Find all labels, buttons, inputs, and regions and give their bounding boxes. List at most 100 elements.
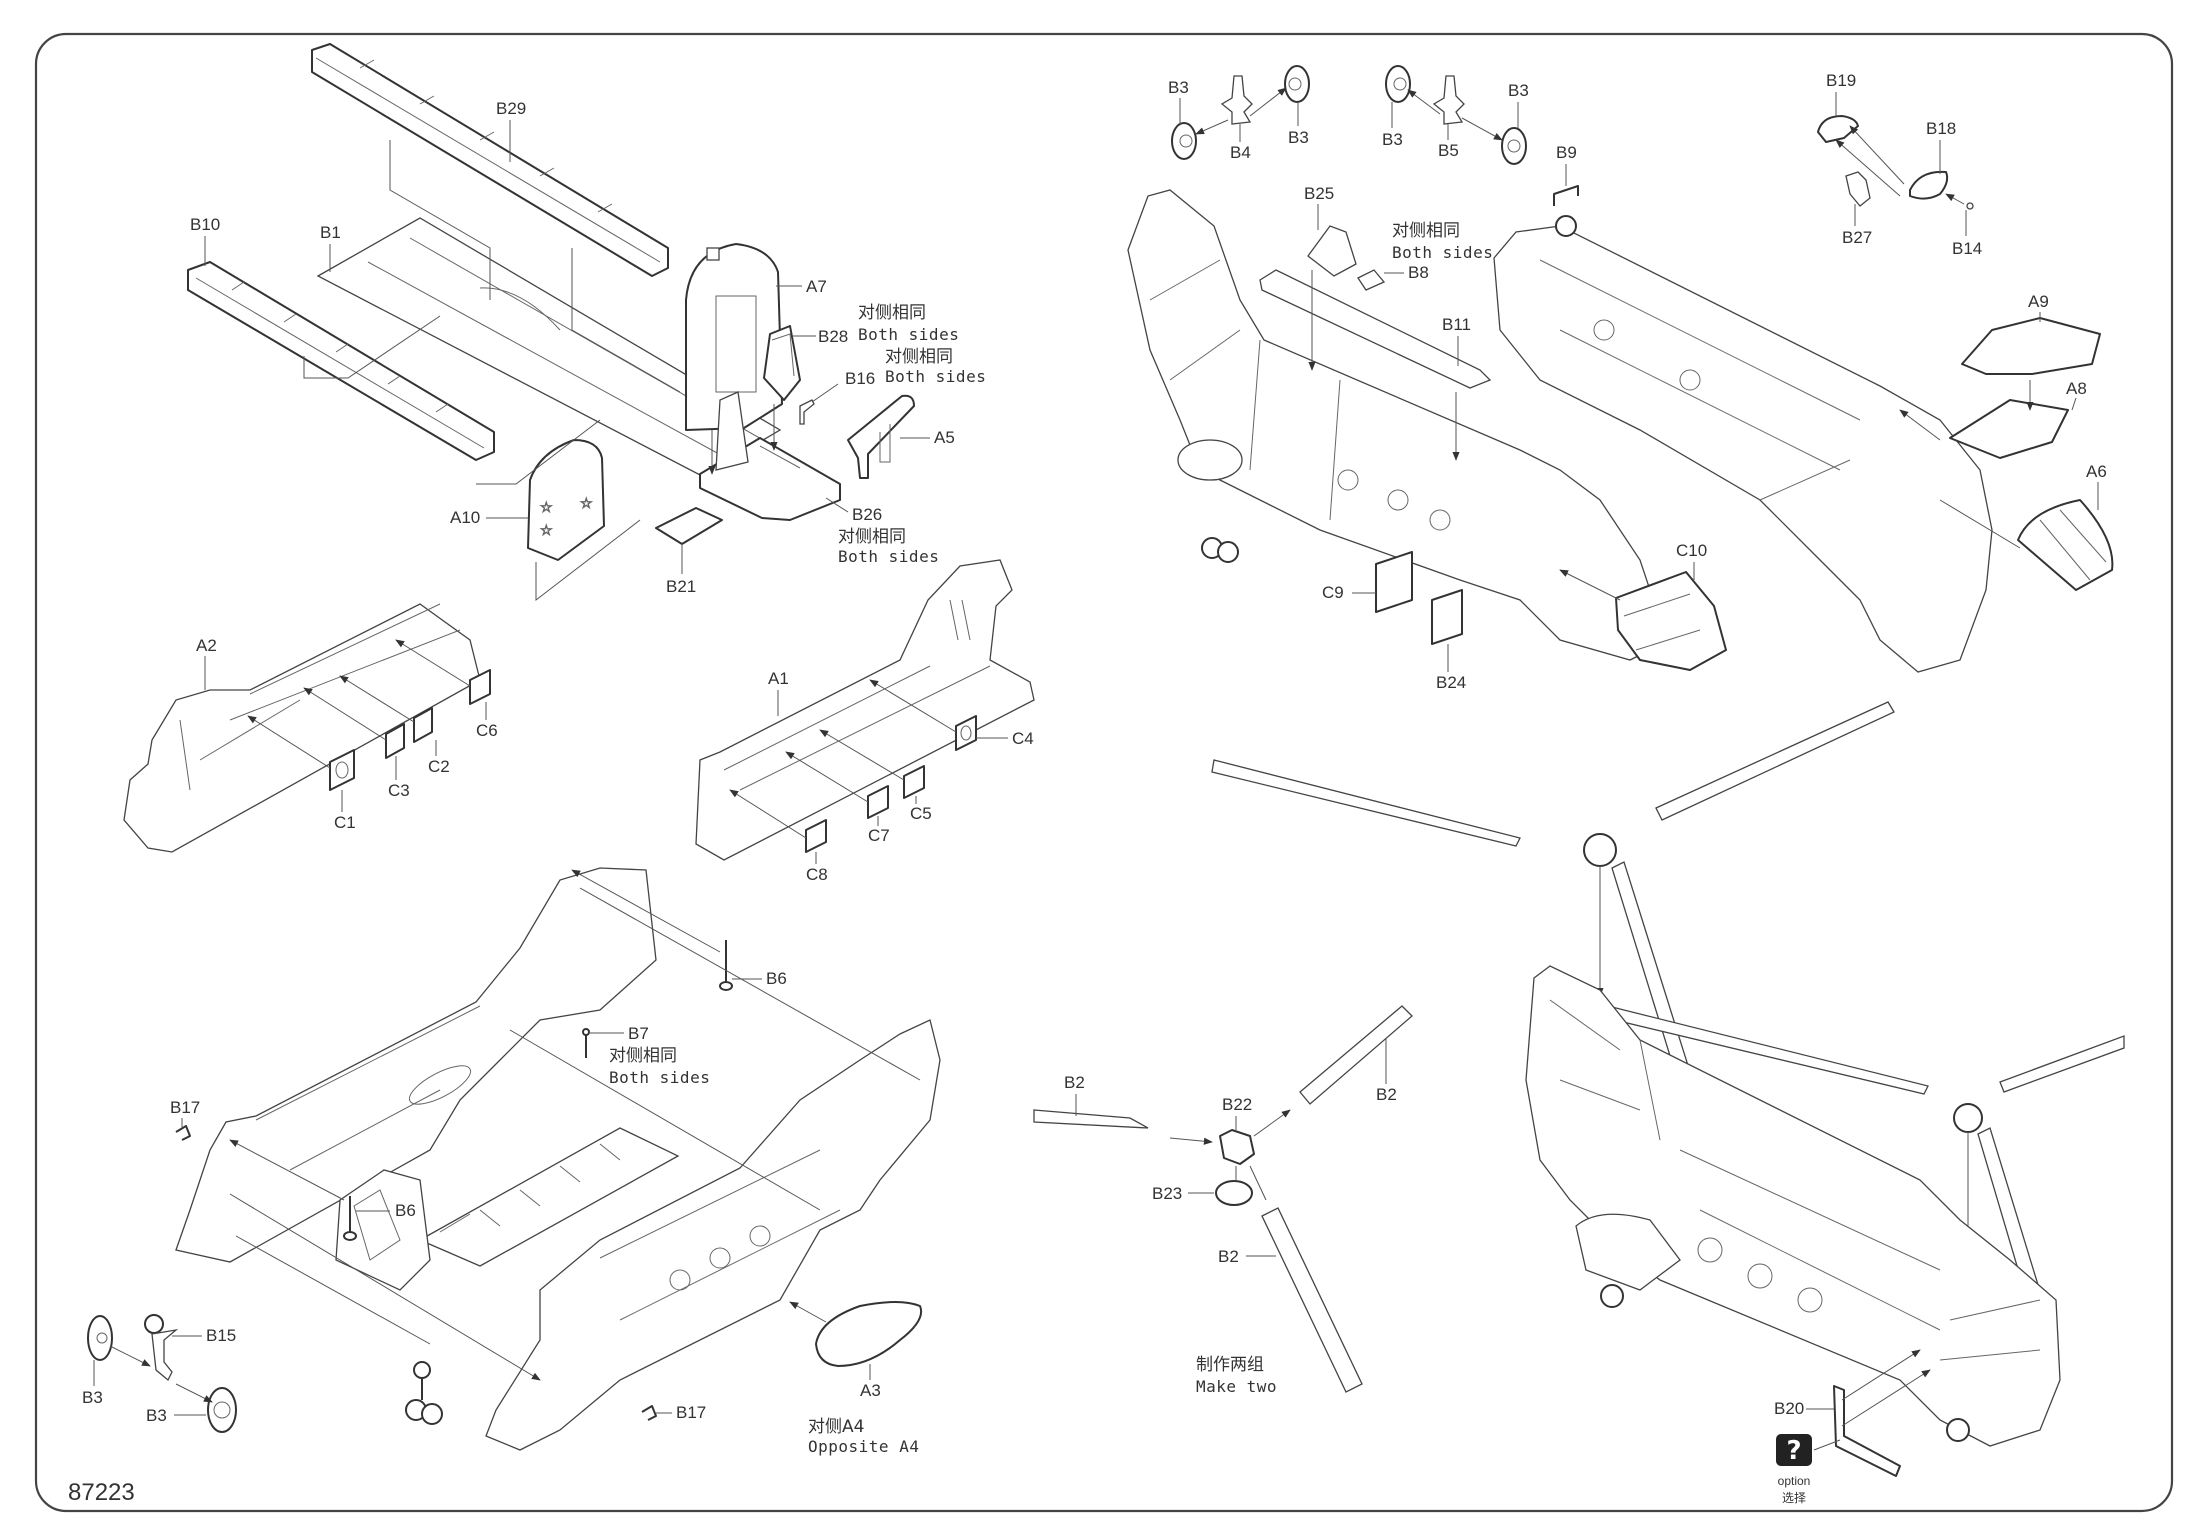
note-b26-en: Both sides: [838, 547, 939, 566]
window-c6: [469, 669, 491, 705]
label-a7: A7: [806, 277, 827, 296]
option-label-en: option: [1778, 1474, 1811, 1488]
label-b3-1: B3: [1168, 78, 1189, 97]
window-c7: [867, 785, 889, 819]
part-b19-drawing: [1817, 115, 1859, 143]
note-make-two-en: Make two: [1196, 1377, 1277, 1396]
label-b16: B16: [845, 369, 875, 388]
label-b2-bottom: B2: [1218, 1247, 1239, 1266]
part-c9-drawing: [1375, 551, 1413, 613]
label-b3-3: B3: [1382, 130, 1403, 149]
label-a1: A1: [768, 669, 789, 688]
part-b22-drawing: [1219, 1129, 1255, 1165]
rear-rotor-hub: [1953, 1103, 1983, 1133]
part-b23-drawing: [1215, 1180, 1253, 1206]
part-b7-drawing: [582, 1028, 590, 1058]
part-b25-drawing: [1307, 225, 1357, 277]
left-fuselage-labels: A2 C1 C3 C2 C6: [196, 636, 498, 832]
part-a3-drawing: [815, 1301, 922, 1367]
label-c5: C5: [910, 804, 932, 823]
option-badge: ? option 选择: [1776, 1434, 1841, 1505]
label-b8: B8: [1408, 263, 1429, 282]
label-b9: B9: [1556, 143, 1577, 162]
question-mark-icon: [1776, 1434, 1812, 1466]
wheel-tail-drawing: [1555, 215, 1577, 237]
label-b10: B10: [190, 215, 220, 234]
part-b15-drawing: [144, 1314, 179, 1382]
window-c4: [955, 715, 977, 751]
part-b28-drawing: [763, 325, 801, 401]
tail-assembly: [1493, 115, 2114, 673]
label-b3-2: B3: [1288, 128, 1309, 147]
fuselage-join-labels: B6 B7 对侧相同 Both sides B17 B6 B15 B3 B3 B…: [82, 969, 919, 1456]
note-b28-cn: 对侧相同: [858, 303, 926, 323]
part-b9-drawing: [1553, 185, 1579, 206]
label-c10: C10: [1676, 541, 1707, 560]
cabin-floor-labels: B29 B10 B1 A7 B28 对侧相同 Both sides B16 对侧…: [190, 99, 986, 596]
label-b3-right: B3: [146, 1406, 167, 1425]
label-b7: B7: [628, 1024, 649, 1043]
part-b14-drawing: [1966, 202, 1974, 210]
left-fuselage-assembly: [123, 603, 491, 853]
label-b2-left: B2: [1064, 1073, 1085, 1092]
label-b17-top: B17: [170, 1098, 200, 1117]
label-a6: A6: [2086, 462, 2107, 481]
label-b11: B11: [1442, 315, 1471, 334]
svg-text:?: ?: [1786, 1436, 1801, 1466]
svg-text:☆: ☆: [540, 522, 553, 538]
label-c1: C1: [334, 813, 356, 832]
label-c6: C6: [476, 721, 498, 740]
wheel-b3-b: [207, 1387, 237, 1433]
label-c8: C8: [806, 865, 828, 884]
label-b6: B6: [766, 969, 787, 988]
label-a2: A2: [196, 636, 217, 655]
part-a10-drawing: ☆ ☆ ☆: [527, 439, 605, 561]
window-c2: [413, 707, 433, 743]
svg-text:☆: ☆: [580, 495, 593, 511]
part-a8-drawing: [1949, 399, 2069, 459]
fuselage-join-assembly: [87, 867, 941, 1451]
part-b21-drawing: [655, 507, 723, 545]
part-b6-lower-drawing: [343, 1196, 357, 1241]
label-b29: B29: [496, 99, 526, 118]
note-a5-en: Both sides: [885, 367, 986, 386]
window-c3: [385, 723, 405, 759]
label-b6-lower: B6: [395, 1201, 416, 1220]
part-b10-drawing: [187, 261, 495, 461]
document-code: 87223: [68, 1479, 135, 1506]
part-b24-drawing: [1431, 589, 1463, 645]
page-frame: [34, 32, 2174, 1513]
label-b2-right: B2: [1376, 1085, 1397, 1104]
label-b20: B20: [1774, 1399, 1804, 1418]
window-c5: [903, 765, 925, 799]
part-b20-drawing: [1833, 1385, 1901, 1477]
note-b7-en: Both sides: [609, 1068, 710, 1087]
front-rotor-blade-1: [1211, 759, 1521, 847]
label-b15: B15: [206, 1326, 236, 1345]
label-c4: C4: [1012, 729, 1034, 748]
option-label-cn: 选择: [1782, 1491, 1806, 1505]
label-c2: C2: [428, 757, 450, 776]
front-rotor-hub: [1583, 833, 1617, 867]
part-b6-drawing: [719, 940, 733, 991]
part-b17-bottom-drawing: [641, 1405, 657, 1421]
part-b27-drawing: [1845, 171, 1871, 207]
label-b3-4: B3: [1508, 81, 1529, 100]
gear-b5-group: [1385, 65, 1527, 165]
label-b27: B27: [1842, 228, 1872, 247]
part-a5-drawing: [847, 394, 915, 479]
gear-b4-group: [1171, 65, 1310, 160]
main-gear-assembly: [1171, 65, 1527, 165]
label-b1: B1: [320, 223, 341, 242]
rotor-blade-b2-bottom: [1261, 1207, 1363, 1393]
part-a9-drawing: [1961, 317, 2101, 375]
note-a3-cn: 对侧A4: [808, 1417, 864, 1437]
final-assembly: [1211, 701, 2125, 1477]
rotor-blade-b2-left: [1033, 1109, 1149, 1129]
label-b25: B25: [1304, 184, 1334, 203]
label-b22: B22: [1222, 1095, 1252, 1114]
tail-assembly-labels: B9 B19 B18 B27 B14 A9 A8 A6: [1556, 71, 2107, 510]
part-b18-drawing: [1909, 170, 1949, 200]
rear-rotor-blade-2: [1999, 1035, 2125, 1093]
right-fuselage-assembly: [695, 559, 1035, 861]
